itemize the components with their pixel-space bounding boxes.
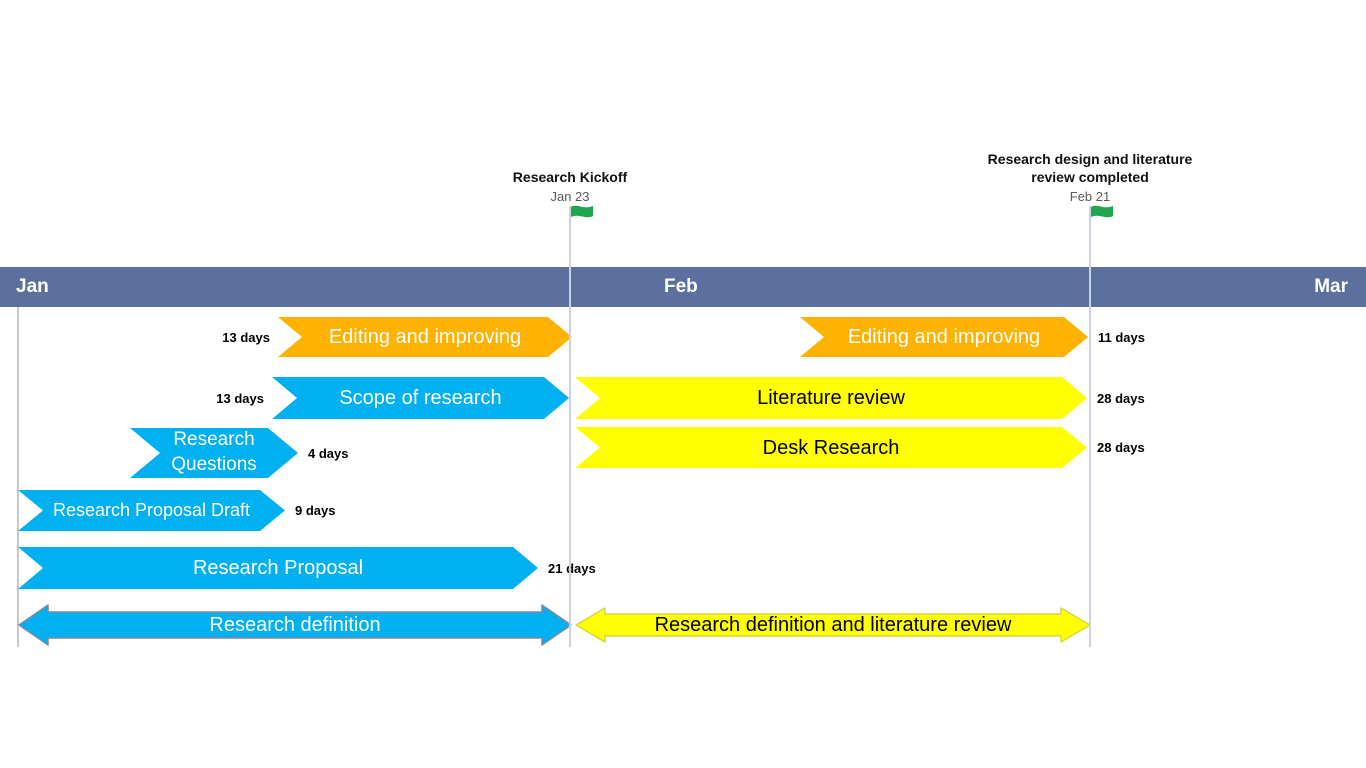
milestone-date: Feb 21 — [1069, 189, 1111, 204]
task-bar: Editing and improving — [800, 317, 1088, 357]
task-duration-label: 13 days — [216, 390, 264, 406]
task-bar-label: Desk Research — [762, 436, 900, 459]
month-label-jan: Jan — [16, 276, 49, 297]
task-duration-label: 9 days — [295, 503, 336, 518]
milestone-line — [569, 206, 571, 647]
task-duration-label: 28 days — [1097, 440, 1145, 455]
bar-shape — [130, 428, 298, 478]
summary-bar-label: Research definition — [209, 614, 381, 636]
task-bar-label: Editing and improving — [847, 326, 1041, 348]
bar-shape — [278, 317, 572, 357]
milestone-line — [1089, 206, 1091, 647]
task-bar: Editing and improving — [278, 317, 572, 357]
task-bar: Scope of research — [272, 377, 569, 419]
month-label-mar: Mar — [1314, 276, 1348, 297]
task-bar-label: Research Proposal — [192, 557, 364, 579]
task-bar: Research Proposal — [18, 547, 538, 589]
task-bar: Literature review — [575, 377, 1087, 419]
bar-shape — [575, 427, 1087, 468]
bar-shape — [18, 490, 285, 531]
milestone-title: Research Kickoff — [512, 168, 628, 185]
summary-bar: Research definition and literature revie… — [575, 607, 1091, 643]
bar-shape — [800, 317, 1088, 357]
bar-shape — [575, 377, 1087, 419]
task-bar: Desk Research — [575, 427, 1087, 468]
milestone-title: Research design and literature review co… — [987, 150, 1193, 185]
task-bar-label: Literature review — [757, 387, 905, 409]
summary-bar: Research definition — [18, 604, 572, 646]
task-bar-label: Editing and improving — [328, 326, 522, 348]
month-band: Jan Feb Mar — [0, 267, 1366, 307]
task-bar-label: Research Proposal Draft — [52, 499, 251, 520]
month-label-feb: Feb — [664, 276, 698, 297]
task-duration-label: 11 days — [1098, 329, 1145, 345]
task-bar: Research Questions — [130, 428, 298, 478]
task-duration-label: 28 days — [1097, 390, 1145, 406]
bar-shape — [18, 547, 538, 589]
task-duration-label: 13 days — [222, 329, 270, 345]
bar-shape — [18, 604, 572, 646]
bar-shape — [272, 377, 569, 419]
milestone-caption: Research design and literature review co… — [975, 146, 1205, 204]
chart-start-gridline — [17, 307, 19, 647]
milestone-date: Jan 23 — [550, 189, 590, 204]
task-bar-label: Research Questions — [171, 429, 257, 475]
task-duration-label: 21 days — [548, 560, 596, 576]
task-duration-label: 4 days — [308, 445, 349, 461]
milestone-flag-icon — [1089, 203, 1115, 230]
task-bar-label: Scope of research — [339, 387, 502, 409]
milestone-flag-icon — [569, 203, 595, 230]
task-bar: Research Proposal Draft — [18, 490, 285, 531]
summary-bar-label: Research definition and literature revie… — [654, 614, 1012, 636]
